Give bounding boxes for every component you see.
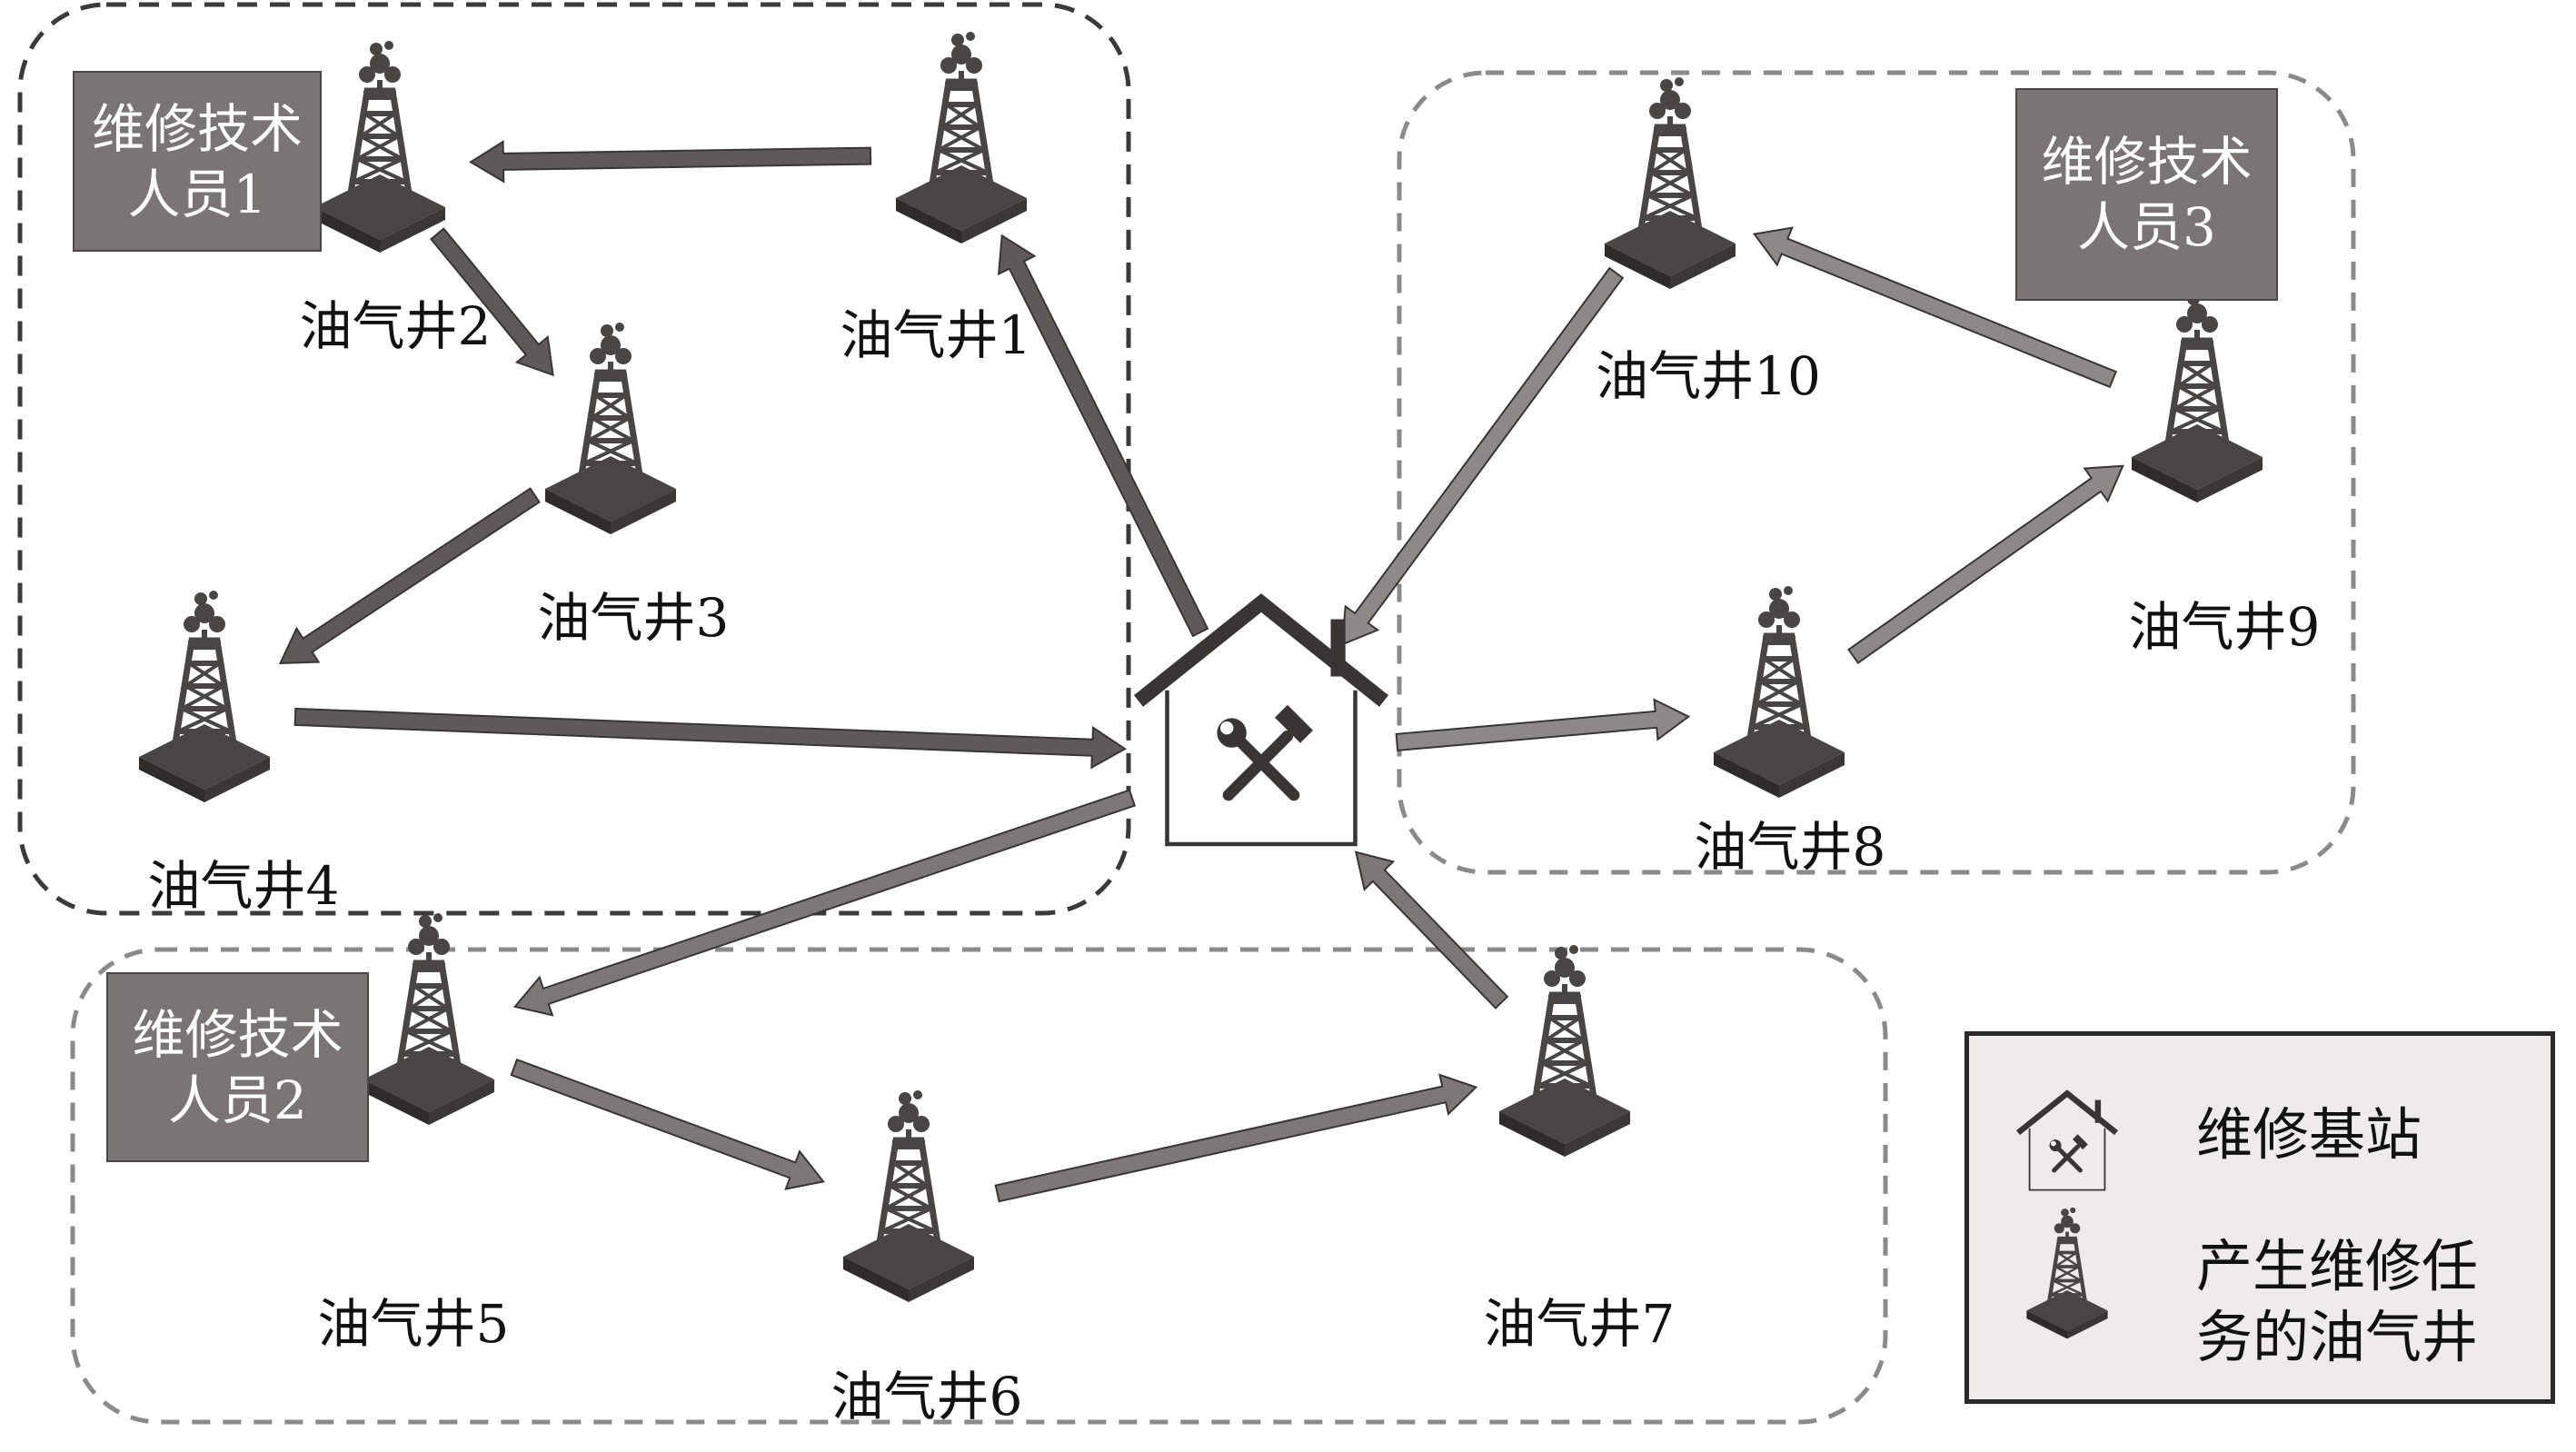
well-label-10: 油气井10	[1596, 345, 1821, 407]
oil-well-icon	[1499, 945, 1630, 1157]
route-arrow-base-to-w5	[512, 789, 1137, 1017]
repair-station-icon	[2018, 1093, 2116, 1189]
well-label-7: 油气井7	[1483, 1293, 1676, 1355]
oil-well-icon	[545, 323, 676, 534]
well-label-3: 油气井3	[537, 587, 730, 649]
oil-well-icon	[896, 32, 1027, 244]
route-arrow-w7-to-base	[1354, 850, 1509, 1009]
zone-boundary-z1	[17, 2, 1131, 916]
oil-well-icon	[843, 1090, 974, 1302]
route-arrow-w4-to-base	[293, 707, 1128, 770]
route-arrow-base-to-w1	[997, 234, 1209, 638]
zone-label-technician-1: 维修技术 人员1	[73, 71, 322, 252]
route-arrow-w2-to-w3	[429, 227, 554, 377]
well-label-1: 油气井1	[840, 304, 1032, 366]
oil-well-icon	[139, 591, 270, 802]
zone-boundary-z3	[1397, 70, 2356, 875]
well-label-5: 油气井5	[317, 1293, 510, 1355]
oil-well-icon	[1605, 77, 1736, 289]
route-arrow-w9-to-w10	[1752, 226, 2118, 389]
oil-well-icon	[314, 41, 445, 253]
oil-well-icon	[2132, 291, 2263, 502]
route-arrow-w5-to-w6	[510, 1058, 826, 1190]
oil-well-icon	[2026, 1208, 2107, 1338]
route-technician-1	[278, 140, 1209, 770]
well-label-6: 油气井6	[830, 1366, 1023, 1427]
well-label-2: 油气井2	[299, 295, 492, 357]
oil-well-icon	[363, 913, 494, 1125]
zone-boundary-z2	[70, 947, 1888, 1425]
legend-icons	[1969, 1036, 2151, 1399]
zone-label-technician-2: 维修技术 人员2	[106, 972, 369, 1162]
zone-label-technician-3: 维修技术 人员3	[2015, 88, 2278, 301]
route-arrow-w3-to-w4	[278, 487, 541, 664]
well-label-4: 油气井4	[147, 855, 340, 917]
legend-base-label: 维修基站	[2196, 1101, 2422, 1168]
route-technician-3	[1340, 226, 2124, 751]
well-label-9: 油气井9	[2128, 596, 2321, 658]
route-technician-2	[510, 789, 1509, 1203]
legend-well-label: 产生维修任 务的油气井	[2196, 1233, 2479, 1370]
legend-box: 维修基站 产生维修任 务的油气井	[1964, 1031, 2555, 1404]
route-arrow-w6-to-w7	[994, 1073, 1478, 1203]
route-arrow-base-to-w8	[1395, 698, 1691, 751]
oil-well-icon	[1714, 586, 1845, 798]
well-label-8: 油气井8	[1694, 816, 1886, 878]
route-arrow-w10-to-base	[1340, 266, 1625, 646]
route-arrow-w8-to-w9	[1847, 464, 2124, 664]
route-arrow-w1-to-w2	[469, 140, 872, 184]
repair-station-icon	[1139, 603, 1384, 845]
